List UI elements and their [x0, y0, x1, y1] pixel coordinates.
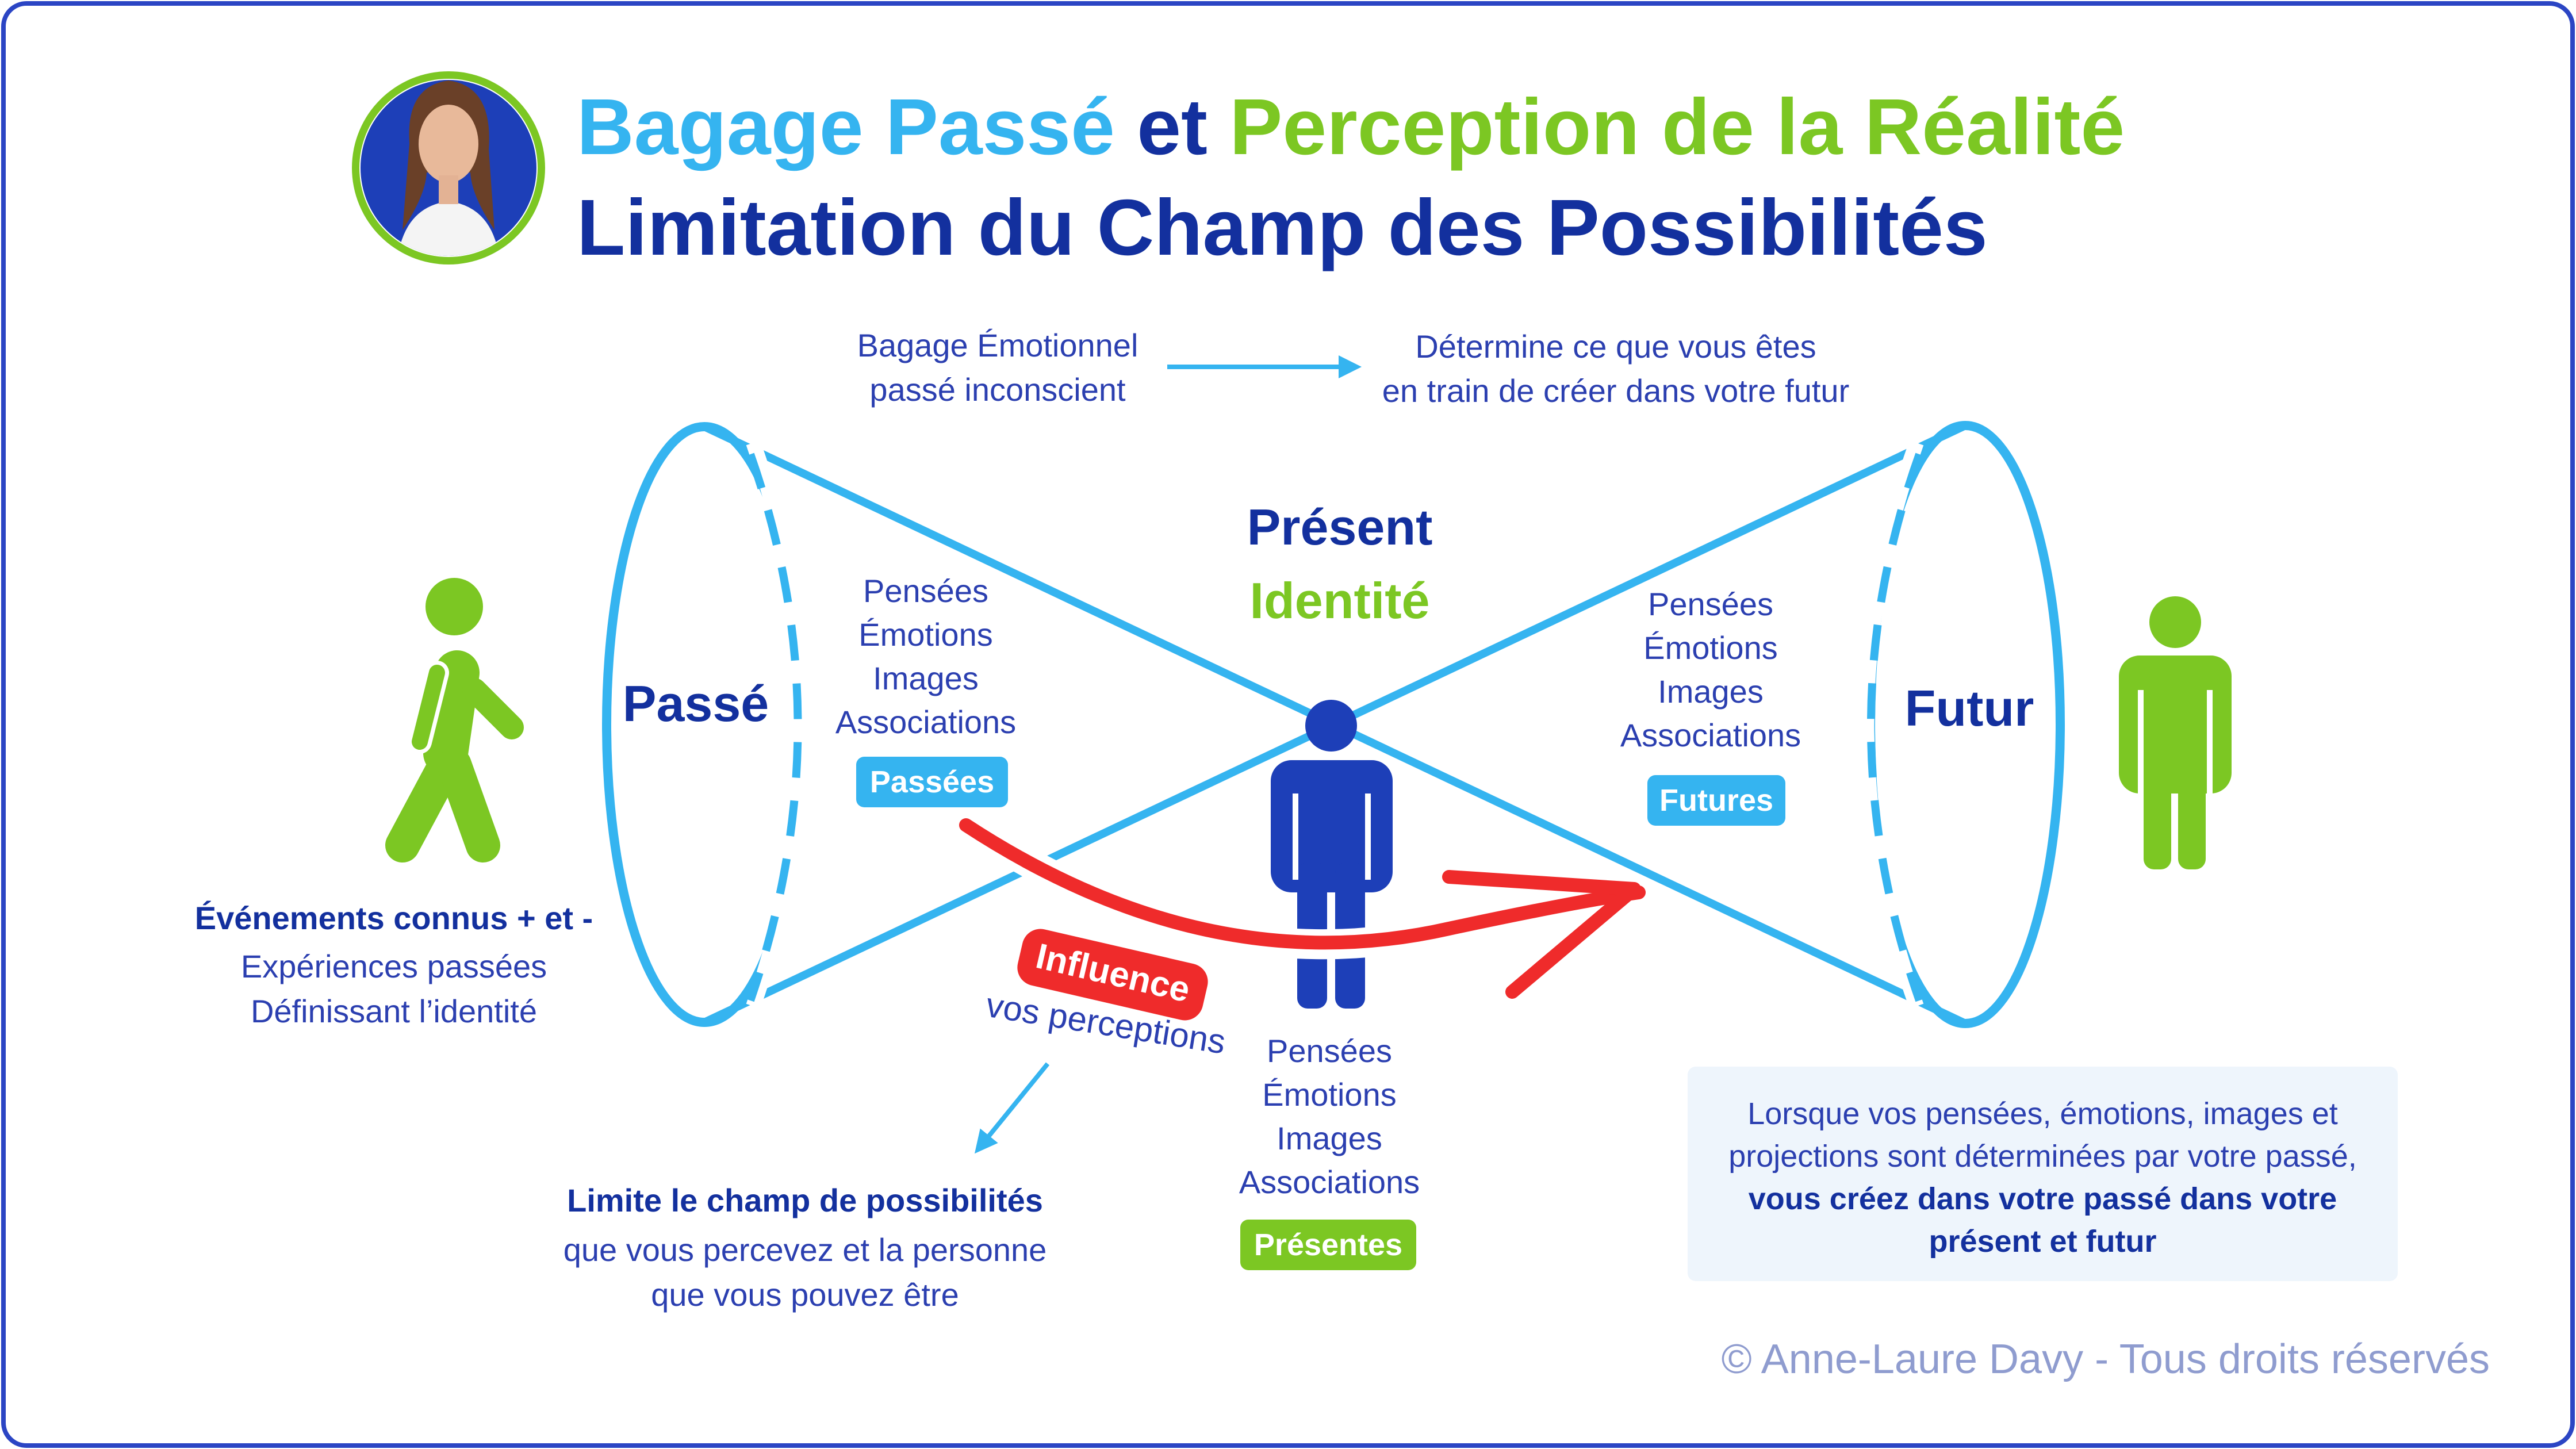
info-box	[1688, 1067, 2398, 1281]
avatar	[352, 71, 545, 264]
page-subtitle: Limitation du Champ des Possibilités	[577, 183, 1988, 272]
past-badge: Passées	[856, 757, 1008, 807]
present-badge: Présentes	[1240, 1220, 1416, 1270]
influence-arrow	[951, 810, 1648, 999]
future-label: Futur	[1904, 680, 2034, 737]
present-label: Présent	[1247, 499, 1433, 555]
past-items: Pensées Émotions Images Associations	[835, 573, 1017, 740]
past-cone-dashed-edge	[746, 453, 802, 1002]
info-box-text: Lorsque vos pensées, émotions, images et…	[1728, 1097, 2357, 1259]
present-items: Pensées Émotions Images Associations	[1239, 1033, 1420, 1200]
future-cone-dashed-edge	[1867, 453, 1923, 1002]
present-person-icon	[1271, 700, 1393, 1009]
past-label: Passé	[622, 675, 769, 732]
page-title: Bagage Passé et Perception de la Réalité	[577, 80, 2125, 174]
top-note-right: Détermine ce que vous êtes en train de c…	[1382, 328, 1850, 409]
title-et: et	[1137, 83, 1208, 171]
events-lines: Expériences passées Définissant l’identi…	[240, 948, 547, 1029]
standing-person-icon	[2119, 596, 2232, 869]
limit-lines: que vous percevez et la personne que vou…	[563, 1232, 1047, 1313]
present-sublabel: Identité	[1249, 572, 1430, 629]
future-badge: Futures	[1647, 775, 1785, 826]
walking-person-icon	[385, 578, 524, 862]
events-title: Événements connus + et -	[194, 900, 593, 936]
limit-title: Limite le champ de possibilités	[567, 1182, 1043, 1218]
future-items: Pensées Émotions Images Associations	[1620, 586, 1801, 753]
title-bagage: Bagage Passé	[577, 83, 1115, 171]
copyright: © Anne-Laure Davy - Tous droits réservés	[1721, 1336, 2490, 1382]
limit-arrow	[974, 1062, 1050, 1154]
title-perception: Perception de la Réalité	[1229, 83, 2125, 171]
top-note-left: Bagage Émotionnel passé inconscient	[857, 327, 1138, 408]
